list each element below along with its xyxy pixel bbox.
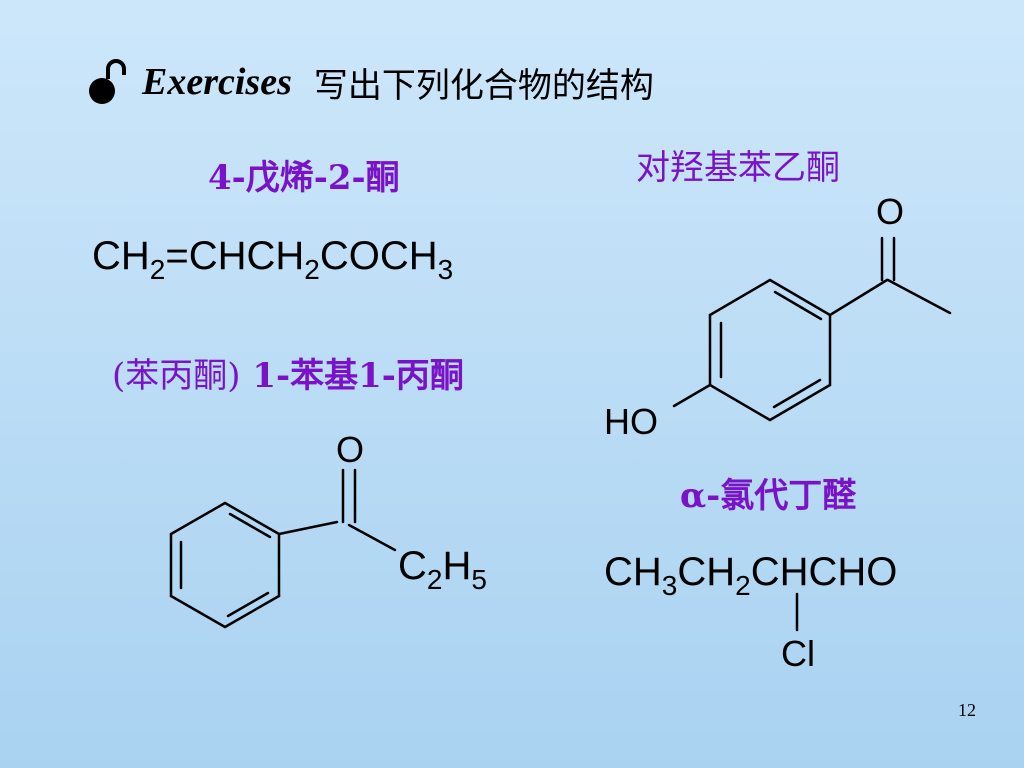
bond [768, 278, 832, 317]
formula-subscript: 3 [661, 570, 678, 601]
bond [708, 383, 772, 422]
bond [708, 278, 772, 317]
compound-name-chlorobutanal: α-氯代丁醛 [680, 476, 857, 516]
title-chinese: 写出下列化合物的结构 [313, 65, 654, 106]
formula-subscript: 3 [437, 254, 454, 285]
bond [277, 520, 339, 536]
formula-part: CH [604, 550, 662, 594]
formula-subscript: 2 [735, 570, 751, 601]
bond [223, 594, 281, 629]
slide-title: Exercises 写出下列化合物的结构 [86, 52, 654, 112]
compound-name-pentenone: 4-戊烯-2-酮 [208, 158, 400, 198]
double-bond-inner [773, 290, 823, 321]
formula-subscript: 2 [426, 564, 443, 595]
compound-systematic-name: 1-苯基1-丙酮 [240, 356, 464, 396]
formula-subscript: 5 [471, 564, 487, 595]
atom-hydroxyl: HO [604, 401, 658, 442]
bond [672, 383, 712, 408]
hydroxyacetophenone-structure [672, 236, 952, 422]
atom-carbon: C [398, 544, 427, 588]
atom-oxygen: O [336, 429, 365, 470]
page-number: 12 [958, 700, 976, 720]
bond [886, 278, 952, 315]
formula-subscript: 2 [304, 254, 320, 285]
atom-chlorine: Cl [781, 633, 815, 674]
formula-chlorobutanal: CH3CH2CHCHO [604, 550, 898, 600]
bond [169, 501, 227, 536]
double-bond-inner [772, 378, 822, 409]
compound-alias: (苯丙酮) [112, 356, 241, 396]
compound-name-hydroxyacetophenone: 对羟基苯乙酮 [636, 148, 840, 188]
chlorine-bond [795, 592, 799, 632]
compound-name-propiophenone: (苯丙酮) 1-苯基1-丙酮 [112, 348, 464, 397]
double-bond-inner [228, 512, 272, 539]
formula-part: COCH [319, 234, 438, 278]
bond [828, 278, 889, 317]
propiophenone-structure [169, 468, 397, 629]
formula-part: =CHCH [165, 234, 305, 278]
bond [169, 594, 227, 629]
bond [223, 501, 281, 536]
double-bond-inner [226, 591, 270, 618]
formula-part: CH [677, 550, 736, 594]
formula-subscript: 2 [149, 254, 166, 285]
atom-hydrogen: H [442, 544, 472, 588]
bond [347, 523, 397, 552]
formula-part: CH [92, 234, 150, 278]
atom-oxygen: O [876, 191, 905, 232]
ethyl-group: C2H5 [398, 544, 487, 594]
padlock-open-icon [89, 59, 126, 104]
formula-part: CHCHO [750, 550, 898, 594]
formula-pentenone: CH2=CHCH2COCH3 [92, 234, 453, 284]
title-english: Exercises [142, 61, 292, 103]
bond [768, 383, 832, 422]
